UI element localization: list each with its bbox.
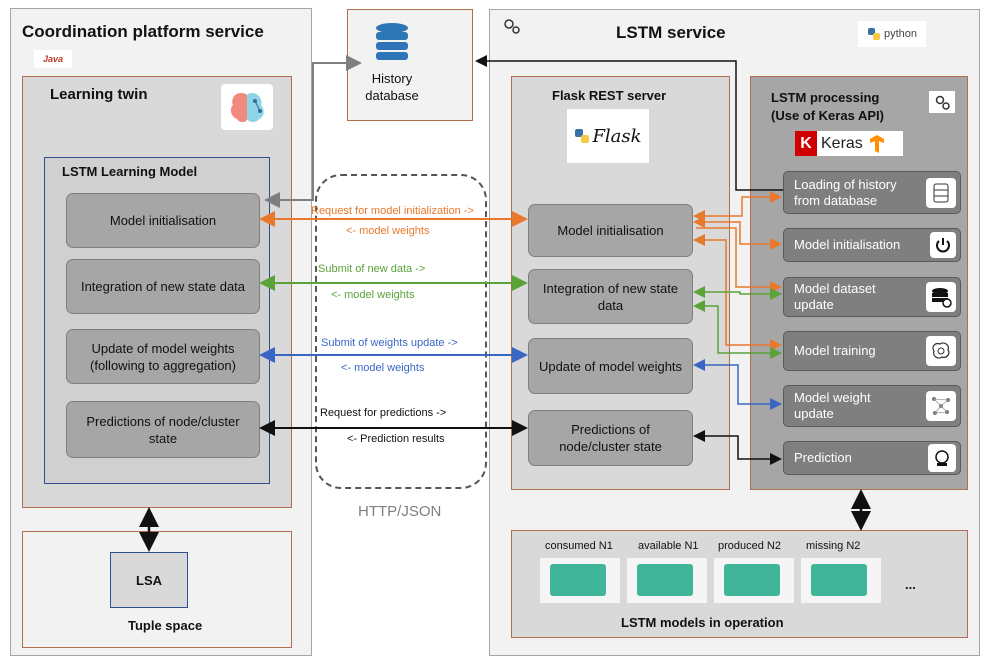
msg-request-init: Request for model initialization ->: [311, 205, 474, 217]
left-predictions-node-cluster[interactable]: Predictions of node/cluster state: [66, 401, 260, 458]
python-logo-icon: python: [858, 21, 926, 47]
processing-title-line1: LSTM processing: [771, 90, 880, 105]
model-label-0: consumed N1: [545, 540, 613, 552]
proc-model-weight-update-label: Model weight update: [794, 390, 871, 421]
keras-label: Keras: [821, 134, 863, 152]
proc-model-training-label: Model training: [794, 343, 876, 358]
learning-twin-title: Learning twin: [50, 86, 148, 103]
msg-prediction-results: <- Prediction results: [347, 433, 445, 445]
power-icon: [930, 232, 956, 258]
flask-predictions-node-cluster[interactable]: Predictions of node/cluster state: [528, 410, 693, 466]
lsa-label: LSA: [136, 572, 162, 588]
java-logo-icon: Java: [34, 50, 72, 68]
flask-update-model-weights[interactable]: Update of model weights: [528, 338, 693, 394]
tensorflow-icon: [869, 134, 884, 153]
msg-response-weights: <- model weights: [341, 362, 425, 374]
history-database-label: History database: [352, 70, 432, 104]
left-update-model-weights[interactable]: Update of model weights (following to ag…: [66, 329, 260, 384]
proc-model-initialisation[interactable]: Model initialisation: [783, 228, 961, 262]
processing-title-line2: (Use of Keras API): [771, 108, 884, 123]
model-label-2: produced N2: [718, 540, 781, 552]
lstm-processing-title: LSTM processing (Use of Keras API): [771, 89, 884, 125]
proc-model-dataset-update-label: Model dataset update: [794, 281, 876, 312]
flask-logo-text: Flask: [592, 125, 642, 147]
http-json-label: HTTP/JSON: [358, 503, 442, 520]
left-model-initialisation[interactable]: Model initialisation: [66, 193, 260, 248]
history-label-line1: History: [371, 71, 413, 86]
flask-integration-new-state-data[interactable]: Integration of new state data: [528, 269, 693, 324]
proc-model-initialisation-label: Model initialisation: [794, 237, 901, 252]
java-label: Java: [42, 54, 64, 64]
network-graph-icon: [926, 391, 956, 421]
database-gear-icon: [926, 282, 956, 312]
model-label-1: available N1: [638, 540, 699, 552]
python-label: python: [883, 28, 918, 40]
flask-model-initialisation[interactable]: Model initialisation: [528, 204, 693, 257]
settings-gear-icon: [929, 91, 955, 113]
proc-prediction[interactable]: Prediction: [783, 441, 961, 475]
database-server-icon: [926, 177, 956, 208]
lstm-model-diagram-2: [714, 558, 794, 603]
keras-logo-icon: K Keras: [795, 131, 903, 156]
proc-model-training[interactable]: Model training: [783, 331, 961, 371]
history-database-panel: [347, 9, 473, 121]
tuple-space-label: Tuple space: [128, 618, 203, 633]
lstm-model-diagram-3: [801, 558, 881, 603]
history-label-line2: database: [365, 88, 419, 103]
coordination-platform-title: Coordination platform service: [22, 22, 264, 41]
brain-icon: [221, 84, 273, 130]
proc-model-weight-update[interactable]: Model weight update: [783, 385, 961, 427]
proc-loading-history[interactable]: Loading of history from database: [783, 171, 961, 214]
proc-loading-history-label: Loading of history from database: [794, 176, 897, 208]
lstm-service-title: LSTM service: [616, 23, 726, 42]
proc-model-dataset-update[interactable]: Model dataset update: [783, 277, 961, 317]
lstm-model-diagram-1: [627, 558, 707, 603]
lsa-box[interactable]: LSA: [110, 552, 188, 608]
proc-prediction-label: Prediction: [794, 450, 852, 465]
database-icon: [372, 22, 412, 67]
flask-rest-server-title: Flask REST server: [552, 88, 667, 103]
flask-logo-icon: Flask: [567, 109, 649, 163]
msg-response-init: <- model weights: [346, 225, 430, 237]
msg-response-data: <- model weights: [331, 289, 415, 301]
gears-icon: [502, 16, 522, 41]
crystal-ball-icon: [928, 444, 956, 472]
keras-k-icon: K: [795, 131, 817, 156]
msg-submit-data: Submit of new data ->: [318, 263, 426, 275]
msg-submit-weights: Submit of weights update ->: [321, 337, 458, 349]
model-label-3: missing N2: [806, 540, 861, 552]
left-integration-new-state-data[interactable]: Integration of new state data: [66, 259, 260, 314]
lstm-learning-model-title: LSTM Learning Model: [62, 164, 198, 179]
models-ellipsis: ...: [905, 577, 916, 592]
lstm-model-diagram-0: [540, 558, 620, 603]
brain-gears-icon: [926, 336, 956, 366]
lstm-models-title: LSTM models in operation: [621, 615, 784, 630]
msg-request-predictions: Request for predictions ->: [320, 407, 447, 419]
http-json-region: [315, 174, 487, 489]
